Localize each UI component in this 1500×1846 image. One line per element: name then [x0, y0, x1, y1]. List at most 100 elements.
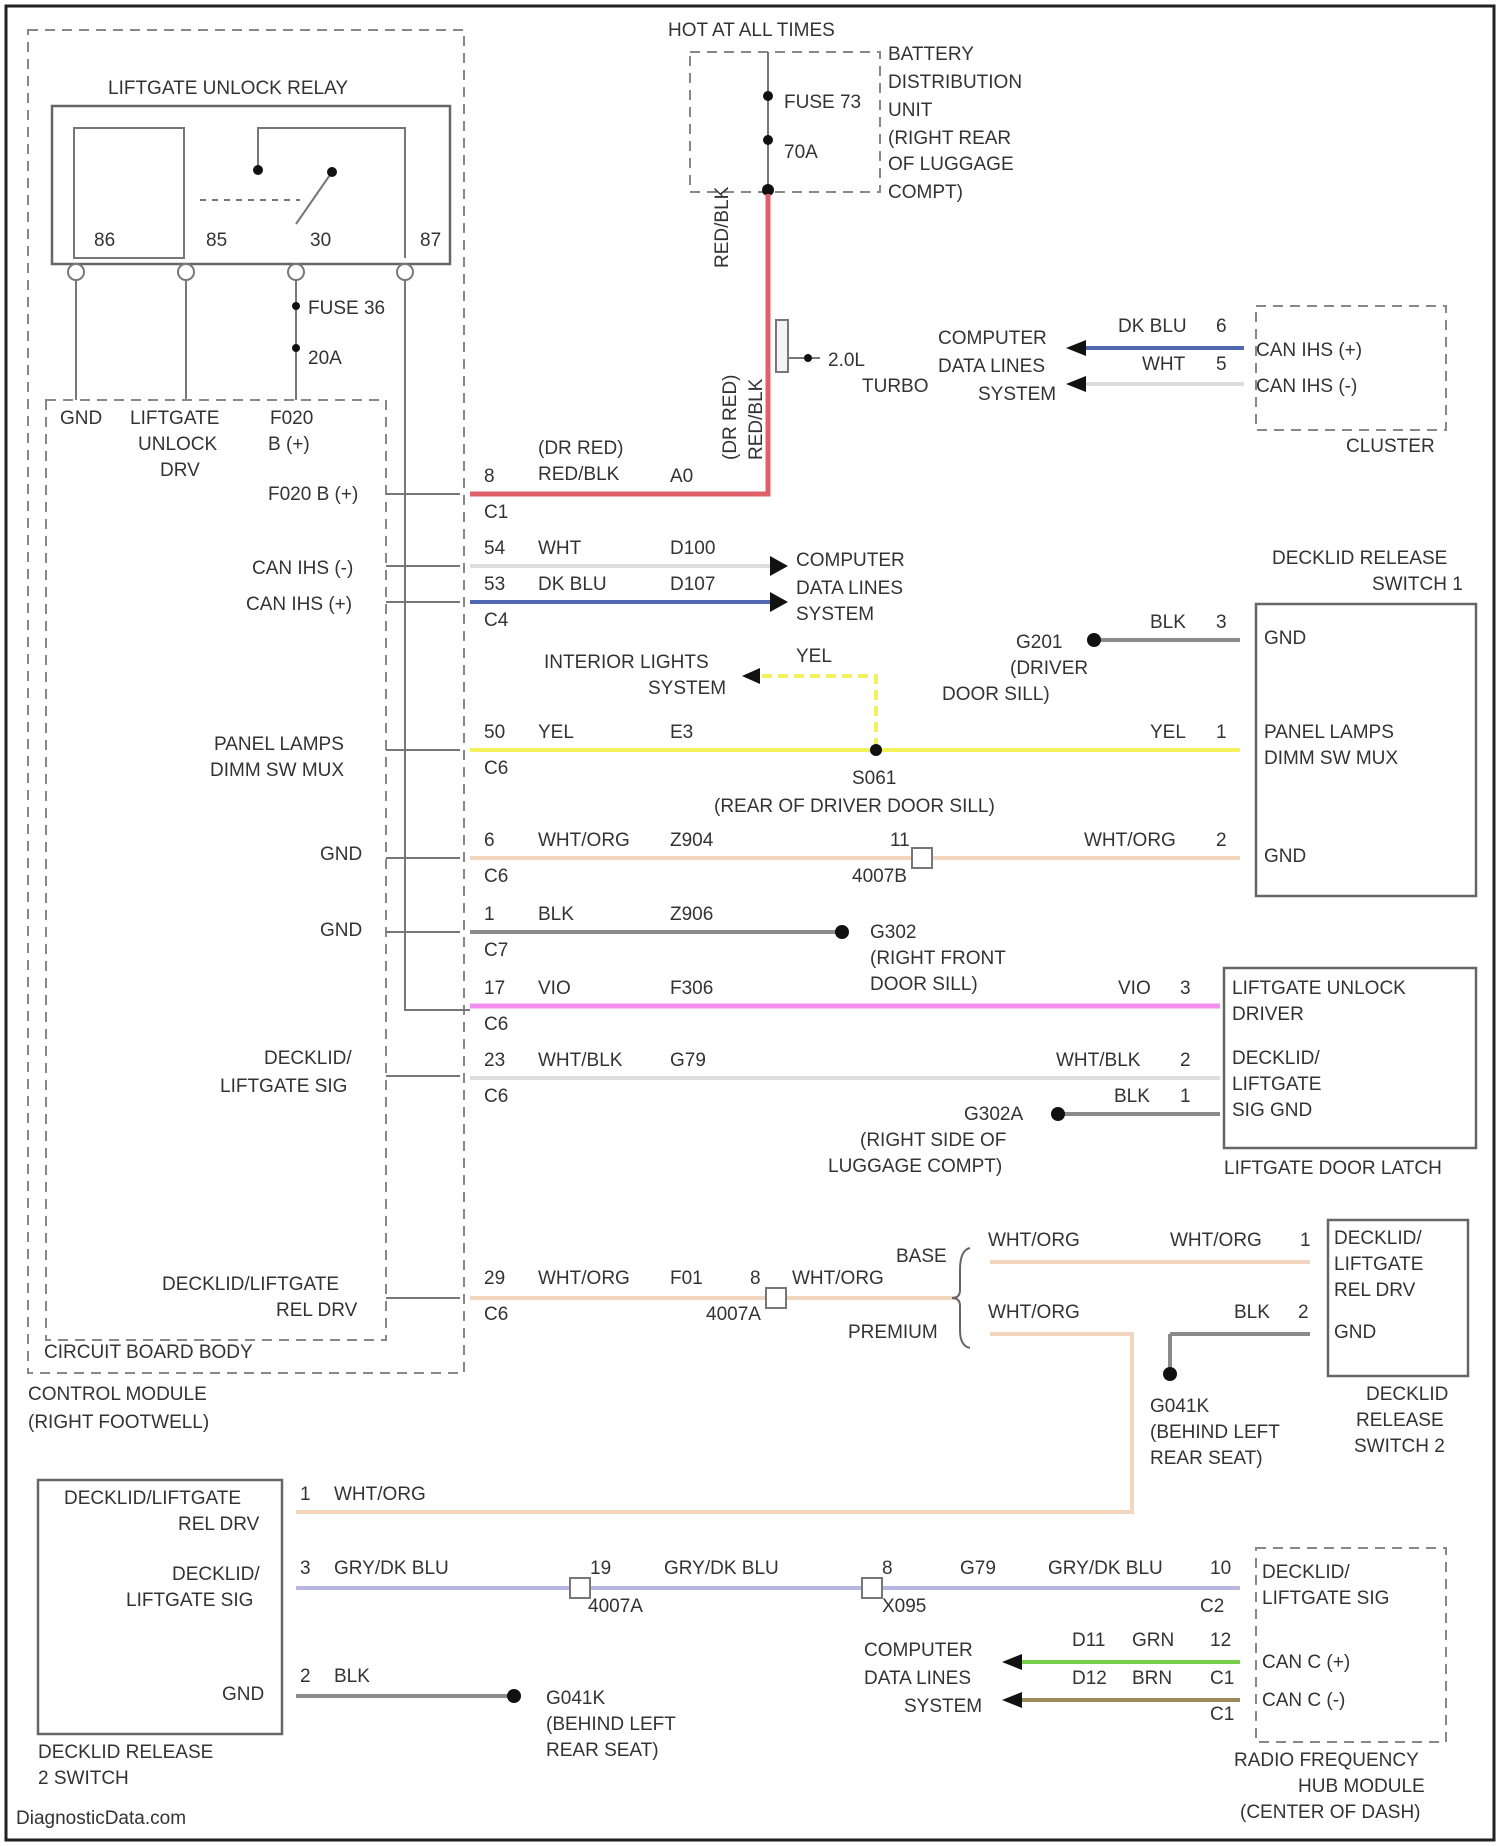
rf-system-3: SYSTEM [904, 1696, 982, 1717]
splice-s061 [870, 744, 882, 756]
bdu-line-4: (RIGHT REAR [888, 128, 1011, 149]
c7-circuit: G79 [670, 1050, 706, 1071]
rf-inline1-conn: 4007A [588, 1596, 643, 1617]
can-arrow-1 [770, 556, 788, 576]
switch1-inline-pin: 11 [890, 830, 910, 851]
switch1-panel-2: DIMM SW MUX [1264, 748, 1398, 769]
cluster-system-1: COMPUTER [938, 328, 1047, 349]
sw2b-title-2: 2 SWITCH [38, 1768, 129, 1789]
can-c-arrow-2 [1002, 1692, 1022, 1708]
switch2-title-1: DECKLID [1366, 1384, 1448, 1405]
cluster-label: CLUSTER [1346, 436, 1435, 457]
rf-canc-minus: CAN C (-) [1262, 1690, 1345, 1711]
c0-color2: RED/BLK [538, 464, 620, 485]
turbo-dot [804, 354, 812, 362]
rf-brn: BRN [1132, 1668, 1172, 1689]
rf-d11: D11 [1072, 1630, 1105, 1651]
cluster-system-3: SYSTEM [978, 384, 1056, 405]
cluster-pin1: 6 [1216, 316, 1227, 337]
c7-pin: 23 [484, 1050, 505, 1071]
c1-color: WHT [538, 538, 582, 559]
switch1-panel-1: PANEL LAMPS [1264, 722, 1394, 743]
can-c-arrow-1 [1002, 1654, 1022, 1670]
switch1-gnd-label: GND [1264, 628, 1306, 649]
rfhub-sig-1: DECKLID/ [1262, 1562, 1350, 1583]
cluster-wire2: WHT [1142, 354, 1186, 375]
c4-pin: 6 [484, 830, 495, 851]
switch1-panel-pin: 1 [1216, 722, 1227, 743]
g201-line3: DOOR SILL) [942, 684, 1050, 705]
g302a-label: G302A [964, 1104, 1023, 1125]
premium-wire-label: WHT/ORG [988, 1302, 1080, 1323]
g302-line3: DOOR SILL) [870, 974, 978, 995]
relay-fuse-dot2 [292, 344, 300, 352]
c1-pin: 54 [484, 538, 506, 559]
relay-contact-arm [296, 172, 332, 224]
g302-label: G302 [870, 922, 916, 943]
cluster-arrow-1 [1066, 340, 1086, 356]
c7-color: WHT/BLK [538, 1050, 623, 1071]
g041k-dot [1163, 1367, 1177, 1381]
bcm-pin-unlock-1: LIFTGATE [130, 408, 219, 429]
bcm-row-panel-1: PANEL LAMPS [214, 734, 344, 755]
bcm-connector-stubs [386, 494, 460, 1298]
c2-pin: 53 [484, 574, 505, 595]
rf-inline2-circuit: G79 [960, 1558, 996, 1579]
rfhub-title-1: RADIO FREQUENCY [1234, 1750, 1419, 1771]
bdu-dashed-box [690, 52, 880, 192]
switch2-title-3: SWITCH 2 [1354, 1436, 1445, 1457]
c5-pin: 1 [484, 904, 495, 925]
latch-vio-wire: VIO [1118, 978, 1151, 999]
rf-d12: D12 [1072, 1668, 1107, 1689]
c6-conn: C6 [484, 1014, 508, 1035]
rf-sig-pin: 10 [1210, 1558, 1231, 1579]
inline-rf-2 [862, 1578, 882, 1598]
rf-inline1-pin: 19 [590, 1558, 611, 1579]
footer-credit: DiagnosticData.com [16, 1808, 186, 1829]
bcm-row-rel-1: DECKLID/LIFTGATE [162, 1274, 339, 1295]
g302a-line3: LUGGAGE COMPT) [828, 1156, 1002, 1177]
sw2b-title-1: DECKLID RELEASE [38, 1742, 213, 1763]
batt-wire-color2: (DR RED) [720, 375, 741, 461]
rf-inline2-pin: 8 [882, 1558, 893, 1579]
g302-dot [835, 925, 849, 939]
bdu-fuse-name: FUSE 73 [784, 92, 861, 113]
base-wire-label1: WHT/ORG [988, 1230, 1080, 1251]
bdu-line-1: BATTERY [888, 44, 974, 65]
bcm-row-sig-2: LIFTGATE SIG [220, 1076, 347, 1097]
c4-color: WHT/ORG [538, 830, 630, 851]
interior-wire [762, 676, 876, 750]
bcm-dashed-box [46, 400, 386, 1340]
inline-4007b [912, 848, 932, 868]
switch1-gnd2-label: GND [1264, 846, 1306, 867]
bcm-row-sig-1: DECKLID/ [264, 1048, 352, 1069]
c0-color: (DR RED) [538, 438, 624, 459]
bcm-row-gnd2: GND [320, 920, 362, 941]
cluster-pin2: 5 [1216, 354, 1227, 375]
c5-circuit: Z906 [670, 904, 713, 925]
cdl-1: COMPUTER [796, 550, 905, 571]
switch1-gnd2-wire: WHT/ORG [1084, 830, 1176, 851]
base-premium-brace [952, 1248, 970, 1348]
latch-title: LIFTGATE DOOR LATCH [1224, 1158, 1442, 1179]
latch-blk-pin: 1 [1180, 1086, 1191, 1107]
c8-color: WHT/ORG [538, 1268, 630, 1289]
relay-contact-dot2 [327, 167, 337, 177]
c8-conn: C6 [484, 1304, 508, 1325]
switch1-gnd-wire-label: BLK [1150, 612, 1186, 633]
interior-wire-yel: YEL [796, 646, 832, 667]
latch-sig-wire: WHT/BLK [1056, 1050, 1141, 1071]
sw2b-row3-wire: BLK [334, 1666, 370, 1687]
g041k-line3: REAR SEAT) [1150, 1448, 1263, 1469]
c5-conn: C7 [484, 940, 508, 961]
latch-sig-pin: 2 [1180, 1050, 1191, 1071]
interior-arrow [742, 668, 760, 684]
relay-pin-86: 86 [94, 230, 115, 251]
sw2b-row2-wire: GRY/DK BLU [334, 1558, 449, 1579]
bdu-fuse-dot1 [763, 91, 773, 101]
g302-line2: (RIGHT FRONT [870, 948, 1006, 969]
relay-fuse-dot1 [292, 302, 300, 310]
bcm-pin-gnd: GND [60, 408, 102, 429]
c3-circuit: E3 [670, 722, 693, 743]
